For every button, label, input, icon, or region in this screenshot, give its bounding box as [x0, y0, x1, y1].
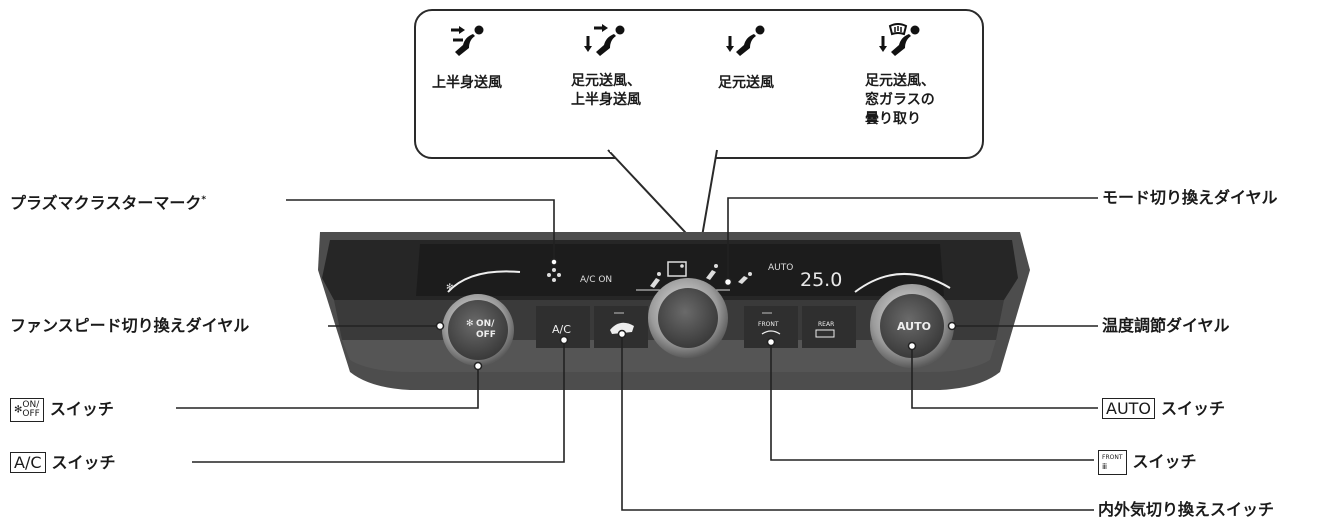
mode-floor-defrost: 足元送風、 窓ガラスの 曇り取り [840, 22, 960, 129]
mode-label: 足元送風、 上半身送風 [571, 73, 641, 108]
floor-vent-icon [726, 25, 765, 56]
face-vent-icon [451, 25, 484, 56]
front-defrost-icon [761, 330, 781, 335]
svg-text:OFF: OFF [476, 330, 496, 340]
rear-defrost-button[interactable]: REAR [802, 306, 856, 348]
rear-defrost-icon [815, 329, 835, 338]
mode-bilevel: 足元送風、 上半身送風 [546, 22, 666, 110]
temp-arc [854, 272, 951, 293]
ac-on-indicator: A/C ON [580, 275, 612, 285]
recirculation-switch-label: 内外気切り換えスイッチ [1098, 500, 1275, 519]
auto-indicator: AUTO [768, 263, 793, 273]
temperature-display: 25.0 [800, 269, 842, 291]
recirculation-button[interactable] [594, 306, 648, 348]
mode-floor: 足元送風 [686, 22, 806, 93]
mode-dial[interactable] [648, 278, 728, 358]
floor-defrost-icon [879, 23, 920, 56]
mode-label: 足元送風 [718, 75, 774, 91]
svg-text:✻: ✻ [446, 283, 454, 293]
temp-dial-label: 温度調節ダイヤル [1102, 316, 1230, 335]
fan-speed-label: ファンスピード切り換えダイヤル [10, 316, 250, 335]
auto-keycap: AUTO [1102, 398, 1156, 419]
fan-speed-arc [447, 270, 521, 293]
svg-text:A/C: A/C [552, 323, 571, 336]
plasma-cluster-mark [547, 268, 561, 282]
svg-text:✻: ✻ [466, 319, 474, 329]
airflow-mode-callout [414, 9, 984, 159]
fan-speed-dial[interactable]: ✻ ON/ OFF [442, 294, 514, 366]
mode-face: 上半身送風 [407, 22, 527, 93]
bilevel-vent-icon [584, 24, 625, 56]
recirculation-icon [610, 322, 634, 334]
panel-mode-icons [650, 261, 752, 288]
svg-text:REAR: REAR [818, 321, 834, 328]
mode-dial-label: モード切り換えダイヤル [1102, 188, 1278, 207]
fan-onoff-keycap: ✻ON/OFF [10, 398, 44, 422]
svg-text:AUTO: AUTO [897, 320, 931, 333]
svg-text:ON/: ON/ [476, 319, 495, 329]
ac-keycap: A/C [10, 452, 46, 473]
plasma-cluster-label: プラズマクラスターマーク* [10, 193, 207, 213]
mode-label: 足元送風、 窓ガラスの 曇り取り [865, 73, 935, 127]
svg-text:FRONT: FRONT [758, 321, 779, 328]
temperature-dial[interactable]: AUTO [870, 284, 954, 368]
mode-label: 上半身送風 [432, 75, 502, 91]
